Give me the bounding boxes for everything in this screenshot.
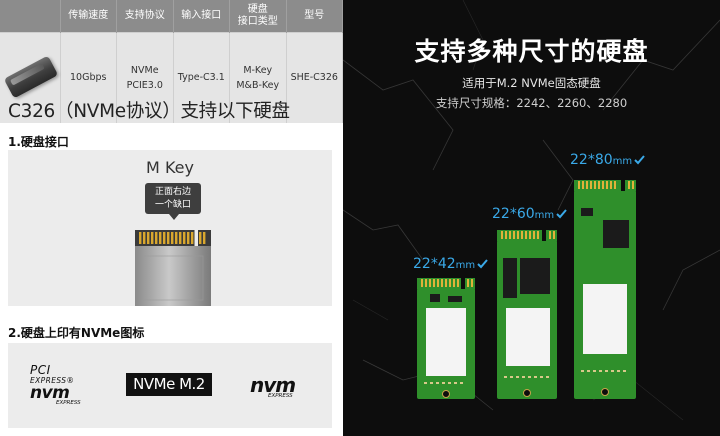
size-unit-2260: mm [534, 210, 555, 221]
check-icon [634, 155, 645, 165]
spec-table: 传输速度 支持协议 输入接口 硬盘 接口类型 型号 10Gbps NVMe PC… [0, 0, 343, 123]
spec-cell-speed: 10Gbps [60, 31, 117, 123]
nvm-express-text: EXPRESS [268, 393, 293, 399]
pci-nvm-text: nvm [30, 383, 70, 403]
nvme-m2-logo: NVMe M.2 [126, 373, 212, 396]
left-panel: 传输速度 支持协议 输入接口 硬盘 接口类型 型号 10Gbps NVMe PC… [0, 0, 343, 436]
pci-express-text: EXPRESS® [30, 376, 75, 385]
size-unit-2242: mm [455, 260, 476, 271]
spec-header-blank [0, 0, 61, 32]
spec-table-row: 10Gbps NVMe PCIE3.0 Type-C3.1 M-Key M&B-… [0, 31, 343, 123]
pci-express-nvm-logo: PCI EXPRESS® nvm EXPRESS [30, 363, 100, 411]
size-label-2242: 22*42mm [413, 256, 488, 272]
sizes-title: 支持多种尺寸的硬盘 [414, 37, 649, 66]
pci-nvm-express-text: EXPRESS [56, 400, 81, 406]
size-value-2280: 22*80 [570, 152, 613, 168]
nvme-logos-panel: PCI EXPRESS® nvm EXPRESS NVMe M.2 nvm EX… [8, 343, 332, 428]
sizes-subtitle-nvme: 适用于M.2 NVMe固态硬盘 [462, 76, 601, 90]
spec-table-header-row: 传输速度 支持协议 输入接口 硬盘 接口类型 型号 [0, 0, 343, 32]
spec-header-interface: 硬盘 接口类型 [229, 0, 287, 32]
mkey-title: M Key [146, 158, 194, 177]
pci-logo-text: PCI [30, 363, 51, 377]
right-panel: 支持多种尺寸的硬盘 适用于M.2 NVMe固态硬盘 支持尺寸规格：2242、22… [343, 0, 720, 436]
ssd-board-2242 [417, 278, 475, 399]
spec-header-input: 输入接口 [173, 0, 230, 32]
ssd-connector-image [135, 226, 211, 306]
ssd-board-2280 [574, 180, 636, 399]
spec-header-protocol: 支持协议 [116, 0, 174, 32]
product-photo-cell [0, 31, 61, 123]
size-unit-2280: mm [612, 156, 633, 167]
notch-callout: 正面右边 一个缺口 [145, 183, 201, 220]
spec-cell-model: SHE-C326 [286, 31, 343, 123]
section-nvme-logo-label: 2.硬盘上印有NVMe图标 [8, 326, 145, 340]
spec-cell-protocol: NVMe PCIE3.0 [116, 31, 174, 123]
mkey-illustration: M Key 正面右边 一个缺口 [8, 150, 332, 306]
check-icon [477, 259, 488, 269]
size-label-2260: 22*60mm [492, 206, 567, 222]
sizes-subtitle-specs: 支持尺寸规格：2242、2260、2280 [435, 96, 628, 110]
size-value-2260: 22*60 [492, 206, 535, 222]
size-label-2280: 22*80mm [570, 152, 645, 168]
section-interface-label: 1.硬盘接口 [8, 135, 69, 149]
check-icon [556, 209, 567, 219]
size-value-2242: 22*42 [413, 256, 456, 272]
spec-cell-interface: M-Key M&B-Key [229, 31, 287, 123]
spec-header-model: 型号 [286, 0, 343, 32]
supported-drives-heading: C326（NVMe协议）支持以下硬盘 [8, 101, 290, 122]
nvm-express-logo: nvm EXPRESS [250, 373, 314, 407]
spec-cell-input: Type-C3.1 [173, 31, 230, 123]
ssd-board-2260 [497, 230, 557, 399]
spec-header-speed: 传输速度 [60, 0, 117, 32]
nvm-logo-text: nvm [250, 373, 296, 397]
